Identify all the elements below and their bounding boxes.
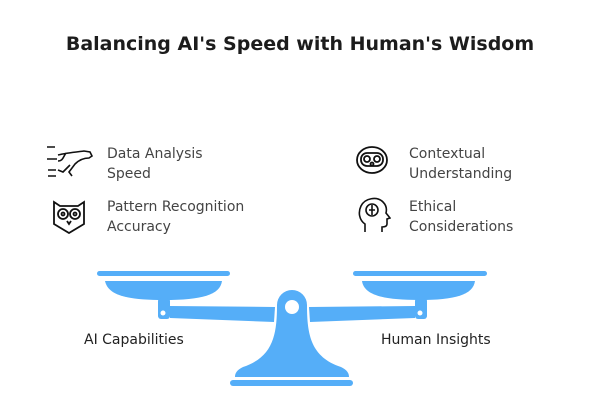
- item-line1: Ethical: [409, 199, 457, 215]
- item-line2: Speed: [107, 166, 151, 182]
- item-line2: Understanding: [409, 166, 513, 182]
- owl-icon: [356, 146, 388, 174]
- item-line2: Accuracy: [107, 219, 171, 235]
- beam-left: [170, 306, 275, 322]
- left-pan: [105, 281, 222, 300]
- left-stem: [158, 298, 170, 319]
- cheetah-icon: [47, 146, 94, 177]
- beam-right: [309, 306, 415, 322]
- base-bar: [230, 380, 353, 386]
- right-plate-bar: [353, 271, 487, 276]
- human-insights-label: Human Insights: [381, 332, 491, 348]
- item-line1: Data Analysis: [107, 146, 203, 162]
- item-line2: Considerations: [409, 219, 514, 235]
- item-line1: Contextual: [409, 146, 486, 162]
- pillar: [235, 290, 349, 377]
- title: Balancing AI's Speed with Human's Wisdom: [65, 33, 535, 55]
- item-line1: Pattern Recognition: [107, 199, 245, 215]
- right-stem: [415, 298, 427, 319]
- right-pan: [362, 281, 475, 300]
- ai-capabilities-label: AI Capabilities: [84, 332, 184, 348]
- owl-icon: [53, 200, 85, 234]
- left-plate-bar: [97, 271, 230, 276]
- head-brain-icon: [358, 197, 391, 232]
